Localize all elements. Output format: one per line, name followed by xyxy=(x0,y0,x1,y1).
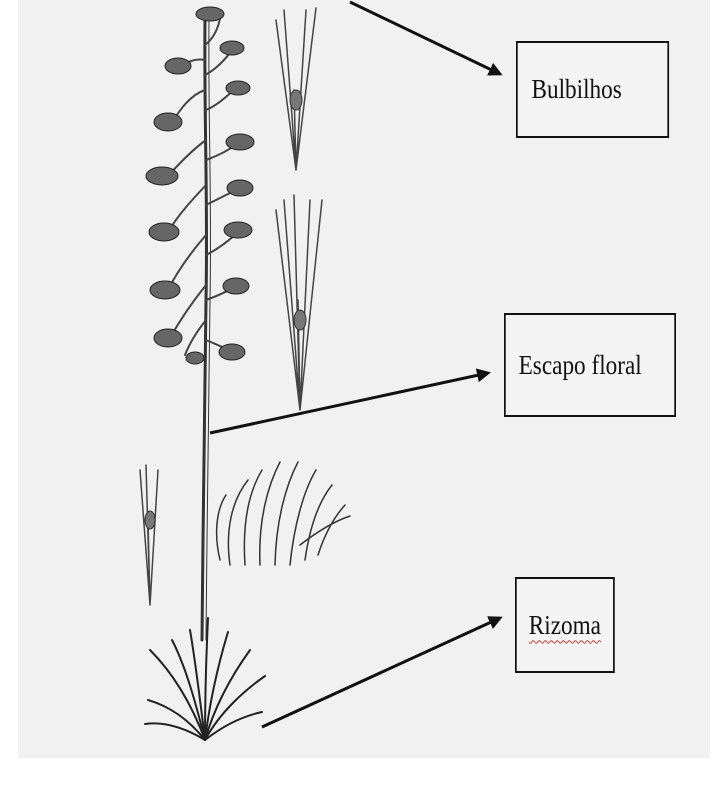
label-escapo-floral: Escapo floral xyxy=(504,313,676,417)
rizoma-leader xyxy=(262,618,500,727)
label-rizoma-text: Rizoma xyxy=(529,612,601,639)
leaf-clump xyxy=(217,462,350,565)
leader-lines xyxy=(210,2,500,727)
flower-clusters xyxy=(146,7,254,364)
label-escapo-floral-text: Escapo floral xyxy=(519,352,642,379)
inflorescence-left xyxy=(166,59,206,355)
label-bulbilhos: Bulbilhos xyxy=(516,41,669,138)
basal-rosette xyxy=(145,618,265,740)
label-bulbilhos-text: Bulbilhos xyxy=(531,76,621,103)
bulbil-nodes xyxy=(145,90,306,529)
flower-stalk xyxy=(202,20,211,640)
bulbilhos-leader xyxy=(350,2,500,74)
label-rizoma: Rizoma xyxy=(515,577,615,673)
escapo-leader xyxy=(210,373,488,433)
